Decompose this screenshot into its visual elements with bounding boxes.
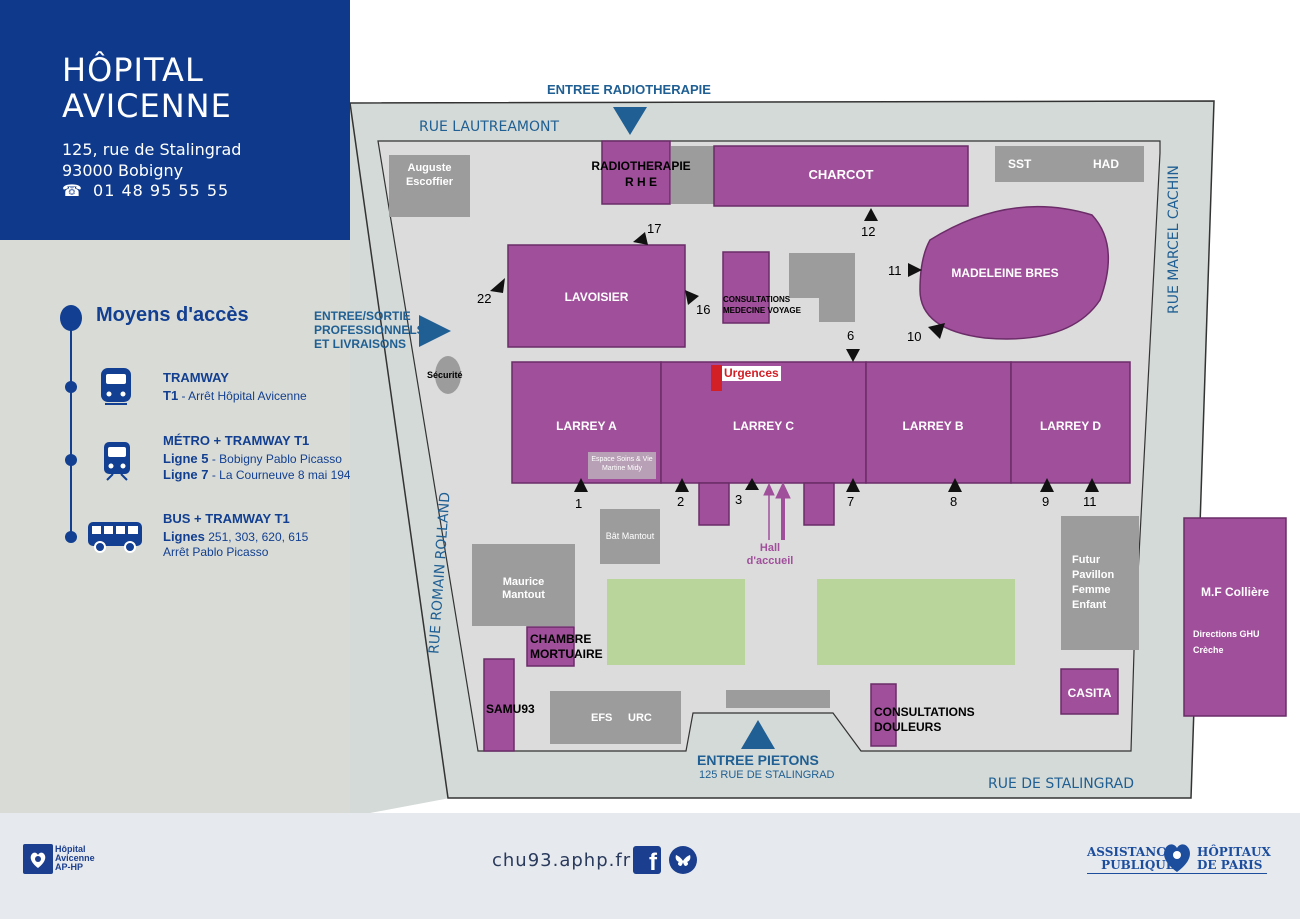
building-madeleine-bres <box>919 205 1110 340</box>
bus-heading: BUS + TRAMWAY T1 <box>163 511 290 526</box>
bluesky-icon[interactable] <box>669 846 697 874</box>
building-chambre-mortuaire <box>526 626 575 667</box>
building-mf-colliere <box>1183 517 1287 717</box>
hospital-name: HÔPITAL AVICENNE <box>62 51 232 125</box>
campus-map <box>349 100 1287 813</box>
entrance-arrow-icon <box>613 107 647 135</box>
address-street: 125, rue de Stalingrad <box>62 140 242 159</box>
metro-icon <box>104 442 130 481</box>
access-timeline <box>60 305 142 553</box>
phone-line: ☎ 01 48 95 55 55 <box>62 181 229 200</box>
timeline-dot-metro <box>65 454 77 466</box>
larrey-c-wing-left <box>698 482 730 526</box>
phone-number: 01 48 95 55 55 <box>93 181 230 200</box>
building-consultations-douleurs <box>870 683 897 747</box>
entrance-arrow-icon <box>419 315 451 347</box>
tram-icon <box>101 368 131 405</box>
building-casita <box>1060 668 1119 715</box>
facebook-icon[interactable]: f <box>633 846 661 874</box>
building-larrey-d <box>1010 361 1131 484</box>
tramway-detail: T1 - Arrêt Hôpital Avicenne <box>163 388 307 403</box>
building-charcot <box>713 145 969 207</box>
aphp-underline <box>1087 873 1267 874</box>
header-panel <box>0 0 350 240</box>
urgences-marker <box>711 365 722 391</box>
building-larrey-c <box>660 361 867 484</box>
address-city: 93000 Bobigny <box>62 161 184 180</box>
building-consultations-voyage <box>722 251 770 324</box>
metro-line7: Ligne 7 - La Courneuve 8 mai 1945 <box>163 467 358 482</box>
building-securite <box>435 356 461 394</box>
green-space-right <box>817 579 1015 665</box>
building-sst-had <box>995 146 1144 182</box>
entrance-arrow-icon <box>741 720 775 749</box>
building-bat-mantout <box>600 509 660 564</box>
metro-heading: MÉTRO + TRAMWAY T1 <box>163 433 310 448</box>
timeline-dot-tram <box>65 381 77 393</box>
timeline-dot-bus <box>65 531 77 543</box>
sidebar-panel <box>0 240 370 813</box>
access-title: Moyens d'accès <box>96 304 249 326</box>
building-futur-pavillon <box>1061 516 1139 650</box>
bus-icon <box>88 522 142 553</box>
bus-lines: Lignes 251, 303, 620, 615 <box>163 529 309 544</box>
hospital-logo: Hôpital Avicenne AP-HP <box>55 844 95 872</box>
larrey-c-wing-right <box>803 482 835 526</box>
hospital-logo-icon <box>23 844 53 874</box>
building-lavoisier <box>507 244 686 348</box>
building-auguste-escoffier <box>389 155 470 217</box>
aphp-heart-icon <box>1160 838 1194 874</box>
timeline-dot-main <box>60 305 82 331</box>
building-larrey-b <box>865 361 1012 484</box>
tramway-heading: TRAMWAY <box>163 370 229 385</box>
door-markers <box>490 208 1099 492</box>
annex-south <box>726 690 830 708</box>
annex-consult <box>789 253 855 322</box>
phone-icon: ☎ <box>62 181 82 200</box>
green-space-left <box>607 579 745 665</box>
building-samu93 <box>483 658 515 752</box>
building-radiotherapie <box>601 140 671 205</box>
bus-stop: Arrêt Pablo Picasso <box>163 545 269 559</box>
building-efs-urc <box>550 691 681 744</box>
metro-line5: Ligne 5 - Bobigny Pablo Picasso <box>163 451 342 466</box>
footer-url[interactable]: chu93.aphp.fr <box>492 850 632 871</box>
building-maurice-mantout <box>472 544 575 626</box>
espace-soins-box <box>588 452 656 479</box>
hall-arrows <box>763 481 791 540</box>
annex-radio <box>671 146 714 204</box>
